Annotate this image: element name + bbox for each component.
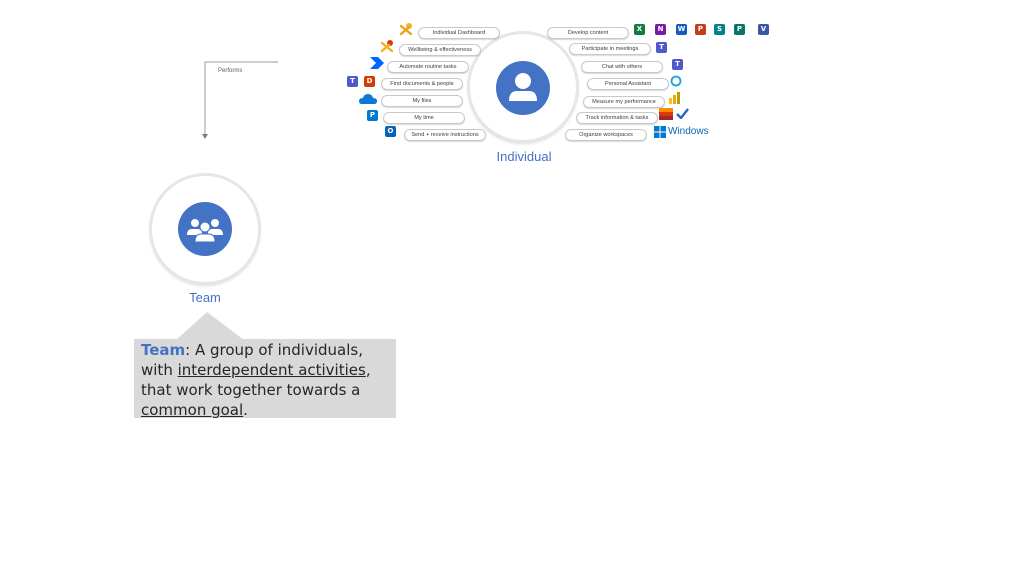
word-icon: W: [676, 24, 687, 35]
capability-develop-content: Develop content: [547, 27, 629, 39]
windows-label: Windows: [668, 126, 709, 137]
publisher-icon: P: [734, 24, 745, 35]
delve-icon: D: [364, 76, 375, 87]
capability-track-info: Track information & tasks: [576, 112, 658, 124]
definition-text: : A group of individuals, with: [141, 341, 363, 379]
capability-send-receive: Send + receive instructions: [404, 129, 486, 141]
capability-automate-tasks: Automate routine tasks: [387, 61, 469, 73]
teams-chat-icon: T: [672, 59, 683, 70]
capability-find-documents: Find documents & people: [381, 78, 463, 90]
person-icon: [509, 73, 537, 101]
windows-icon: [654, 126, 666, 138]
cortana-icon: [670, 75, 682, 87]
outlook-icon: O: [385, 126, 396, 137]
capability-personal-assistant: Personal Assistant: [587, 78, 669, 90]
individual-avatar: [496, 61, 550, 115]
excel-icon: X: [634, 24, 645, 35]
capability-measure-performance: Measure my performance: [583, 96, 665, 108]
capability-individual-dashboard: Individual Dashboard: [418, 27, 500, 39]
capability-wellbeing: Wellbeing & effectiveness: [399, 44, 481, 56]
teams-meetings-icon: T: [656, 42, 667, 53]
capability-organize-workspaces: Organize workspaces: [565, 129, 647, 141]
definition-underlined-goal: common goal: [141, 401, 244, 419]
group-icon: [187, 219, 223, 243]
power-automate-icon: [370, 57, 384, 69]
definition-text-2: , that work together towards a: [141, 361, 371, 399]
team-avatar: [178, 202, 232, 256]
sharepoint-icon: S: [714, 24, 725, 35]
powerbi-icon: [669, 92, 680, 104]
viva-wellbeing-icon: [380, 40, 394, 53]
onenote-icon: N: [655, 24, 666, 35]
viva-insights-icon: [399, 23, 413, 36]
definition-callout: [134, 339, 396, 418]
capability-my-time: My time: [383, 112, 465, 124]
capability-my-files: My files: [381, 95, 463, 107]
visio-icon: V: [758, 24, 769, 35]
callout-pointer: [176, 312, 244, 340]
powerpoint-icon: P: [695, 24, 706, 35]
capability-participate-meetings: Participate in meetings: [569, 43, 651, 55]
teams-icon: T: [347, 76, 358, 87]
onedrive-icon: [359, 94, 377, 104]
planner-icon: P: [367, 110, 378, 121]
team-label: Team: [189, 290, 221, 305]
flow-label: Performs: [218, 68, 243, 74]
definition-text-3: .: [243, 401, 248, 419]
todo-icon: [676, 108, 689, 119]
office-tasks-icon: [659, 108, 673, 120]
definition-term: Team: [141, 341, 186, 359]
capability-chat: Chat with others: [581, 61, 663, 73]
flow-connector: [202, 61, 278, 139]
individual-label: Individual: [496, 149, 552, 164]
team-definition: Team: A group of individuals, with inter…: [141, 340, 391, 420]
definition-underlined-activities: interdependent activities: [177, 361, 366, 379]
